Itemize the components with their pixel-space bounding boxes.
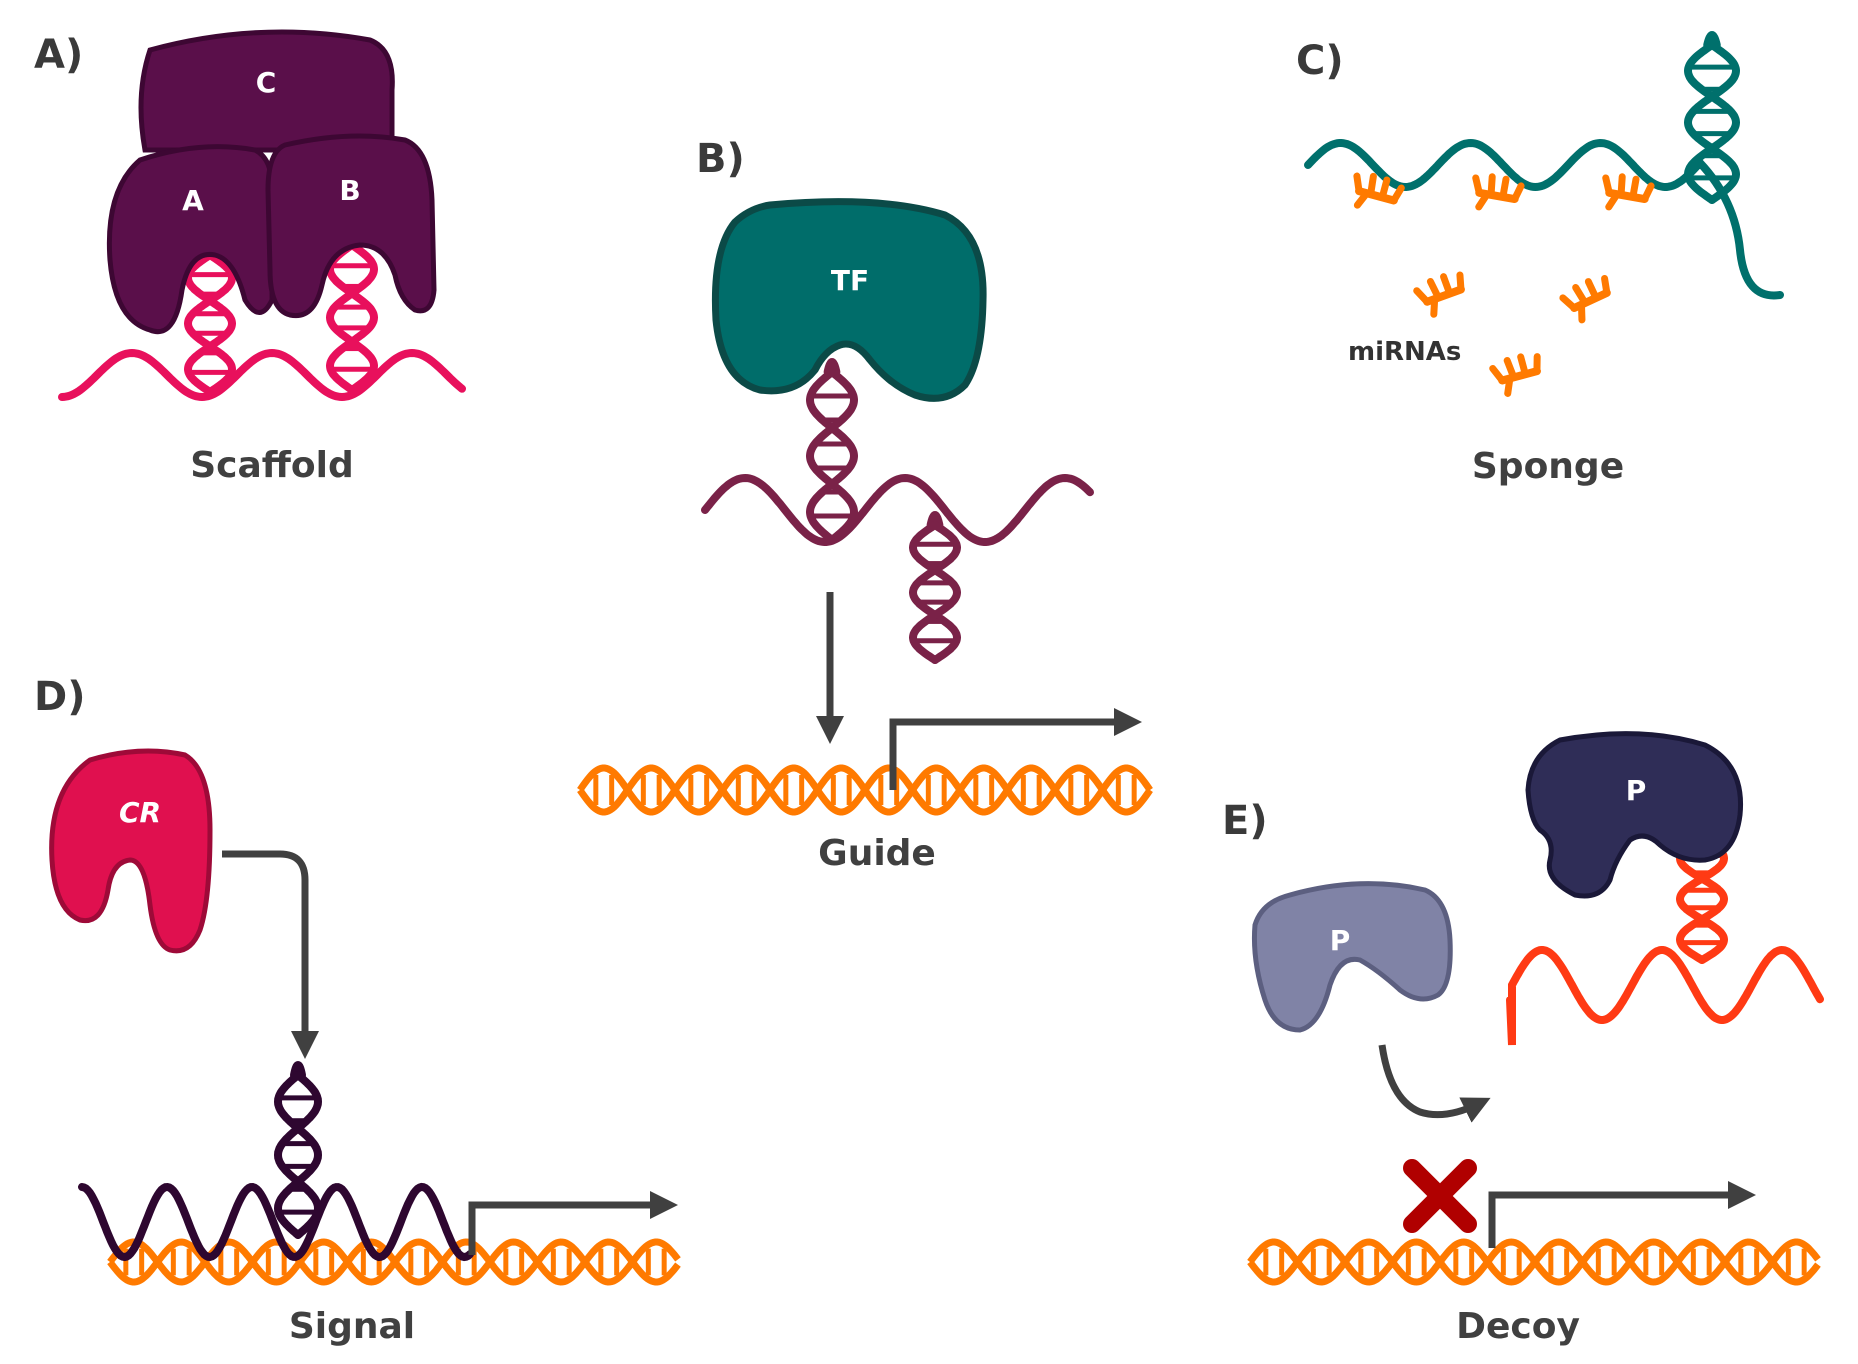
panel-b-caption: Guide xyxy=(818,833,936,874)
guide-rna-strand xyxy=(701,473,1094,546)
decoy-rna xyxy=(1506,824,1824,1046)
decoy-rna-hairpin xyxy=(1675,824,1729,964)
sponge-rna-hairpin xyxy=(1683,31,1741,204)
mirna-label: miRNAs xyxy=(1348,337,1461,367)
panel-c-caption: Sponge xyxy=(1472,446,1624,487)
panel-e: E) P P Decoy xyxy=(1222,731,1824,1347)
panel-d-letter: D) xyxy=(34,674,85,720)
transcription-start-arrow-icon xyxy=(1488,1181,1756,1248)
tf-protein: TF xyxy=(711,198,987,402)
dna-strand xyxy=(107,1238,681,1286)
decoy-rna-strand xyxy=(1506,945,1824,1046)
helix-strand xyxy=(805,368,859,544)
signal-rna-strand xyxy=(78,1182,474,1262)
guide-dna xyxy=(577,764,1153,816)
helix-strand xyxy=(273,1071,323,1239)
helix-strand xyxy=(1683,41,1741,204)
dna-strand xyxy=(1247,1238,1821,1286)
panel-b: B) TF Guide xyxy=(577,136,1153,874)
protein-b-label: B xyxy=(339,174,360,207)
mirna xyxy=(1353,172,1405,209)
arrow-icon xyxy=(222,850,319,1059)
transcription-start-arrow-icon xyxy=(468,1191,678,1255)
guide-rna xyxy=(701,358,1094,664)
scaffold-protein-a: A xyxy=(106,144,275,334)
transcription-start-arrow-icon xyxy=(889,708,1142,790)
guide-rna-hairpin xyxy=(908,511,962,664)
panel-e-letter: E) xyxy=(1222,798,1268,844)
mirna xyxy=(1413,271,1465,318)
decoy-protein-free: P xyxy=(1251,881,1453,1033)
decoy-bound-p-label: P xyxy=(1626,774,1647,807)
panel-e-caption: Decoy xyxy=(1456,1306,1580,1347)
hairpin-loop xyxy=(1703,31,1721,49)
panel-d: D) CR Signal xyxy=(34,674,681,1347)
helix-strand xyxy=(908,521,962,664)
hairpin-loop xyxy=(290,1061,306,1079)
helix-strand xyxy=(805,368,859,544)
mirna-group xyxy=(1353,172,1655,397)
protein-c-label: C xyxy=(256,66,277,99)
helix-strand xyxy=(325,241,379,394)
helix-strand xyxy=(908,521,962,664)
helix-strand xyxy=(273,1071,323,1239)
decoy-free-p-label: P xyxy=(1330,924,1351,957)
mirna xyxy=(1602,173,1655,211)
sponge-rna xyxy=(1304,31,1784,300)
panel-d-caption: Signal xyxy=(289,1306,415,1347)
mirna xyxy=(1559,274,1611,324)
panel-c-letter: C) xyxy=(1296,38,1344,84)
dna-strand xyxy=(577,764,1153,816)
hairpin-loop xyxy=(823,358,841,376)
scaffold-protein-b: B xyxy=(265,133,437,319)
signal-rna xyxy=(78,1061,474,1262)
decoy-dna xyxy=(1247,1238,1821,1286)
helix-strand xyxy=(183,251,237,396)
cr-protein: CR xyxy=(49,748,213,954)
tf-label: TF xyxy=(831,264,869,297)
panel-b-letter: B) xyxy=(696,136,745,182)
signal-rna-hairpin xyxy=(273,1061,323,1239)
decoy-protein-bound: P xyxy=(1525,731,1744,899)
mirna xyxy=(1472,173,1525,211)
arrow-icon xyxy=(1378,1044,1491,1123)
block-x-icon xyxy=(1403,1159,1477,1233)
helix-strand xyxy=(1683,41,1741,204)
scaffold-rna-hairpin xyxy=(183,241,237,396)
panel-a-caption: Scaffold xyxy=(190,445,354,486)
signal-dna xyxy=(107,1238,681,1286)
panel-c: C) miRNAs Sponge xyxy=(1296,31,1784,487)
panel-a-letter: A) xyxy=(34,32,83,78)
helix-strand xyxy=(183,251,237,396)
helix-strand xyxy=(325,241,379,394)
hairpin-loop xyxy=(926,511,944,529)
panel-a: A) C A B Scaffold xyxy=(34,29,466,486)
helix-strand xyxy=(1675,834,1729,964)
cr-label: CR xyxy=(119,796,161,829)
scaffold-protein-c: C xyxy=(138,29,395,153)
protein-a-label: A xyxy=(182,184,204,217)
sponge-rna-strand xyxy=(1304,138,1784,300)
mirna xyxy=(1489,353,1541,397)
guide-rna-hairpin xyxy=(805,358,859,544)
scaffold-rna-strand xyxy=(58,348,466,402)
